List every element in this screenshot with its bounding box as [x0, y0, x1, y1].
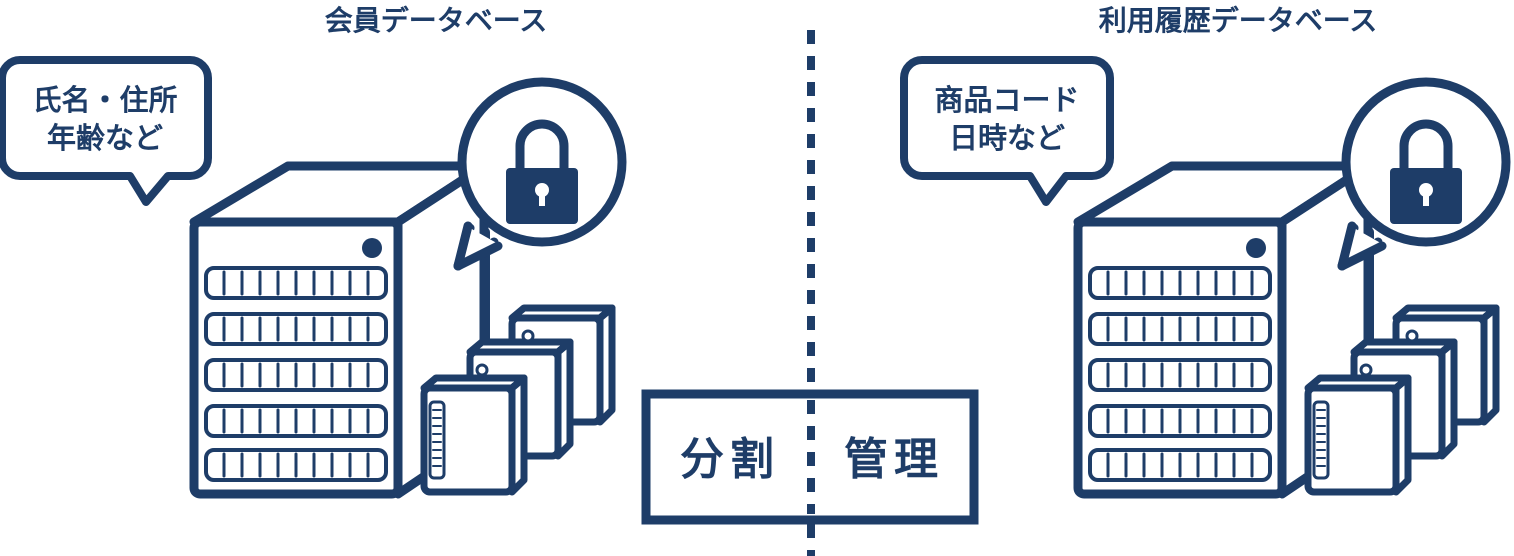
right-lock-icon: [1342, 82, 1506, 266]
right-db-title: 利用履歴データベース: [1099, 4, 1378, 37]
left-storage-box-1: [424, 378, 524, 492]
left-lock-icon: [458, 82, 622, 266]
left-bubble-line1: 氏名・住所: [32, 83, 177, 117]
left-database-group: 氏名・住所 年齢など: [0, 56, 622, 494]
separate-management-box: 分割 管理: [641, 389, 979, 525]
left-bubble-line2: 年齢など: [47, 121, 163, 155]
right-speech-bubble: 商品コード 日時など: [900, 56, 1114, 206]
center-label-divide: 分割: [680, 434, 780, 485]
left-speech-bubble: 氏名・住所 年齢など: [0, 56, 212, 206]
left-db-title: 会員データベース: [325, 4, 548, 37]
right-bubble-line2: 日時など: [949, 121, 1065, 155]
center-label-manage: 管理: [844, 434, 944, 485]
right-database-group: 商品コード 日時など: [900, 56, 1506, 494]
right-storage-box-1: [1308, 378, 1408, 492]
right-bubble-line1: 商品コード: [934, 83, 1079, 117]
